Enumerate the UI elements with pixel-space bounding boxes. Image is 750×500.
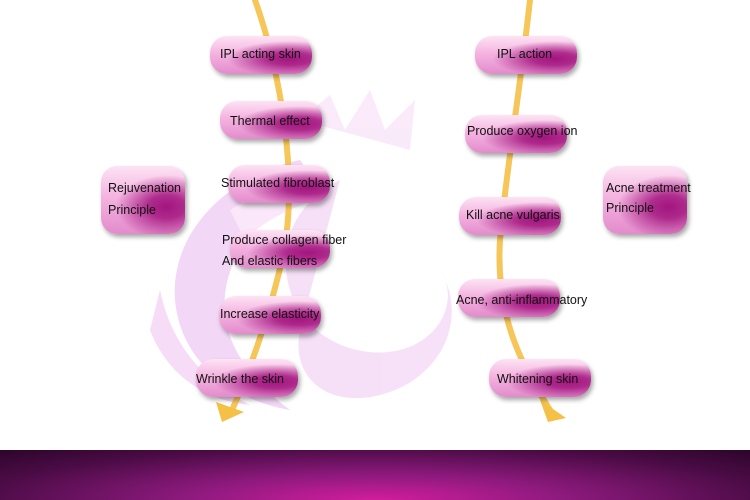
bottom-purple-band bbox=[0, 450, 750, 500]
right-step-label-2: Produce oxygen ion bbox=[467, 124, 578, 138]
acne-principle-label-2: Principle bbox=[606, 201, 654, 215]
left-step-label-5: Increase elasticity bbox=[220, 307, 320, 321]
right-step-pill-2 bbox=[465, 115, 567, 153]
right-step-label-5: Whitening skin bbox=[497, 372, 579, 386]
right-step-label-4: Acne, anti-inflammatory bbox=[456, 293, 588, 307]
rejuvenation-principle-box bbox=[101, 166, 185, 234]
acne-principle-box bbox=[603, 166, 687, 234]
right-step-label-1: IPL action bbox=[497, 47, 553, 61]
right-arrow-head bbox=[540, 400, 566, 422]
left-step-label-2: Thermal effect bbox=[230, 114, 310, 128]
right-step-pill-3 bbox=[459, 197, 561, 235]
right-step-label-3: Kill acne vulgaris bbox=[466, 208, 560, 222]
right-step-pill-1 bbox=[475, 36, 577, 74]
left-step-pill-6 bbox=[196, 359, 298, 397]
rejuvenation-principle-label-2: Principle bbox=[108, 203, 156, 217]
right-step-pill-4 bbox=[458, 279, 560, 317]
left-step-label-4a: Produce collagen fiber bbox=[222, 233, 347, 247]
left-step-pill-5 bbox=[219, 296, 321, 334]
left-step-label-1: IPL acting skin bbox=[220, 47, 301, 61]
left-step-label-6: Wrinkle the skin bbox=[196, 372, 284, 386]
acne-principle-label-1: Acne treatment bbox=[606, 181, 691, 195]
left-step-label-4b: And elastic fibers bbox=[222, 254, 318, 268]
left-step-pill-4 bbox=[230, 230, 330, 268]
left-step-label-3: Stimulated fibroblast bbox=[221, 176, 335, 190]
left-step-pill-1 bbox=[210, 36, 312, 74]
left-arrow-head bbox=[216, 402, 244, 422]
right-step-pill-5 bbox=[489, 359, 591, 397]
left-step-pill-2 bbox=[220, 101, 322, 139]
left-step-pill-3 bbox=[228, 165, 330, 203]
rejuvenation-principle-label-1: Rejuvenation bbox=[108, 181, 181, 195]
